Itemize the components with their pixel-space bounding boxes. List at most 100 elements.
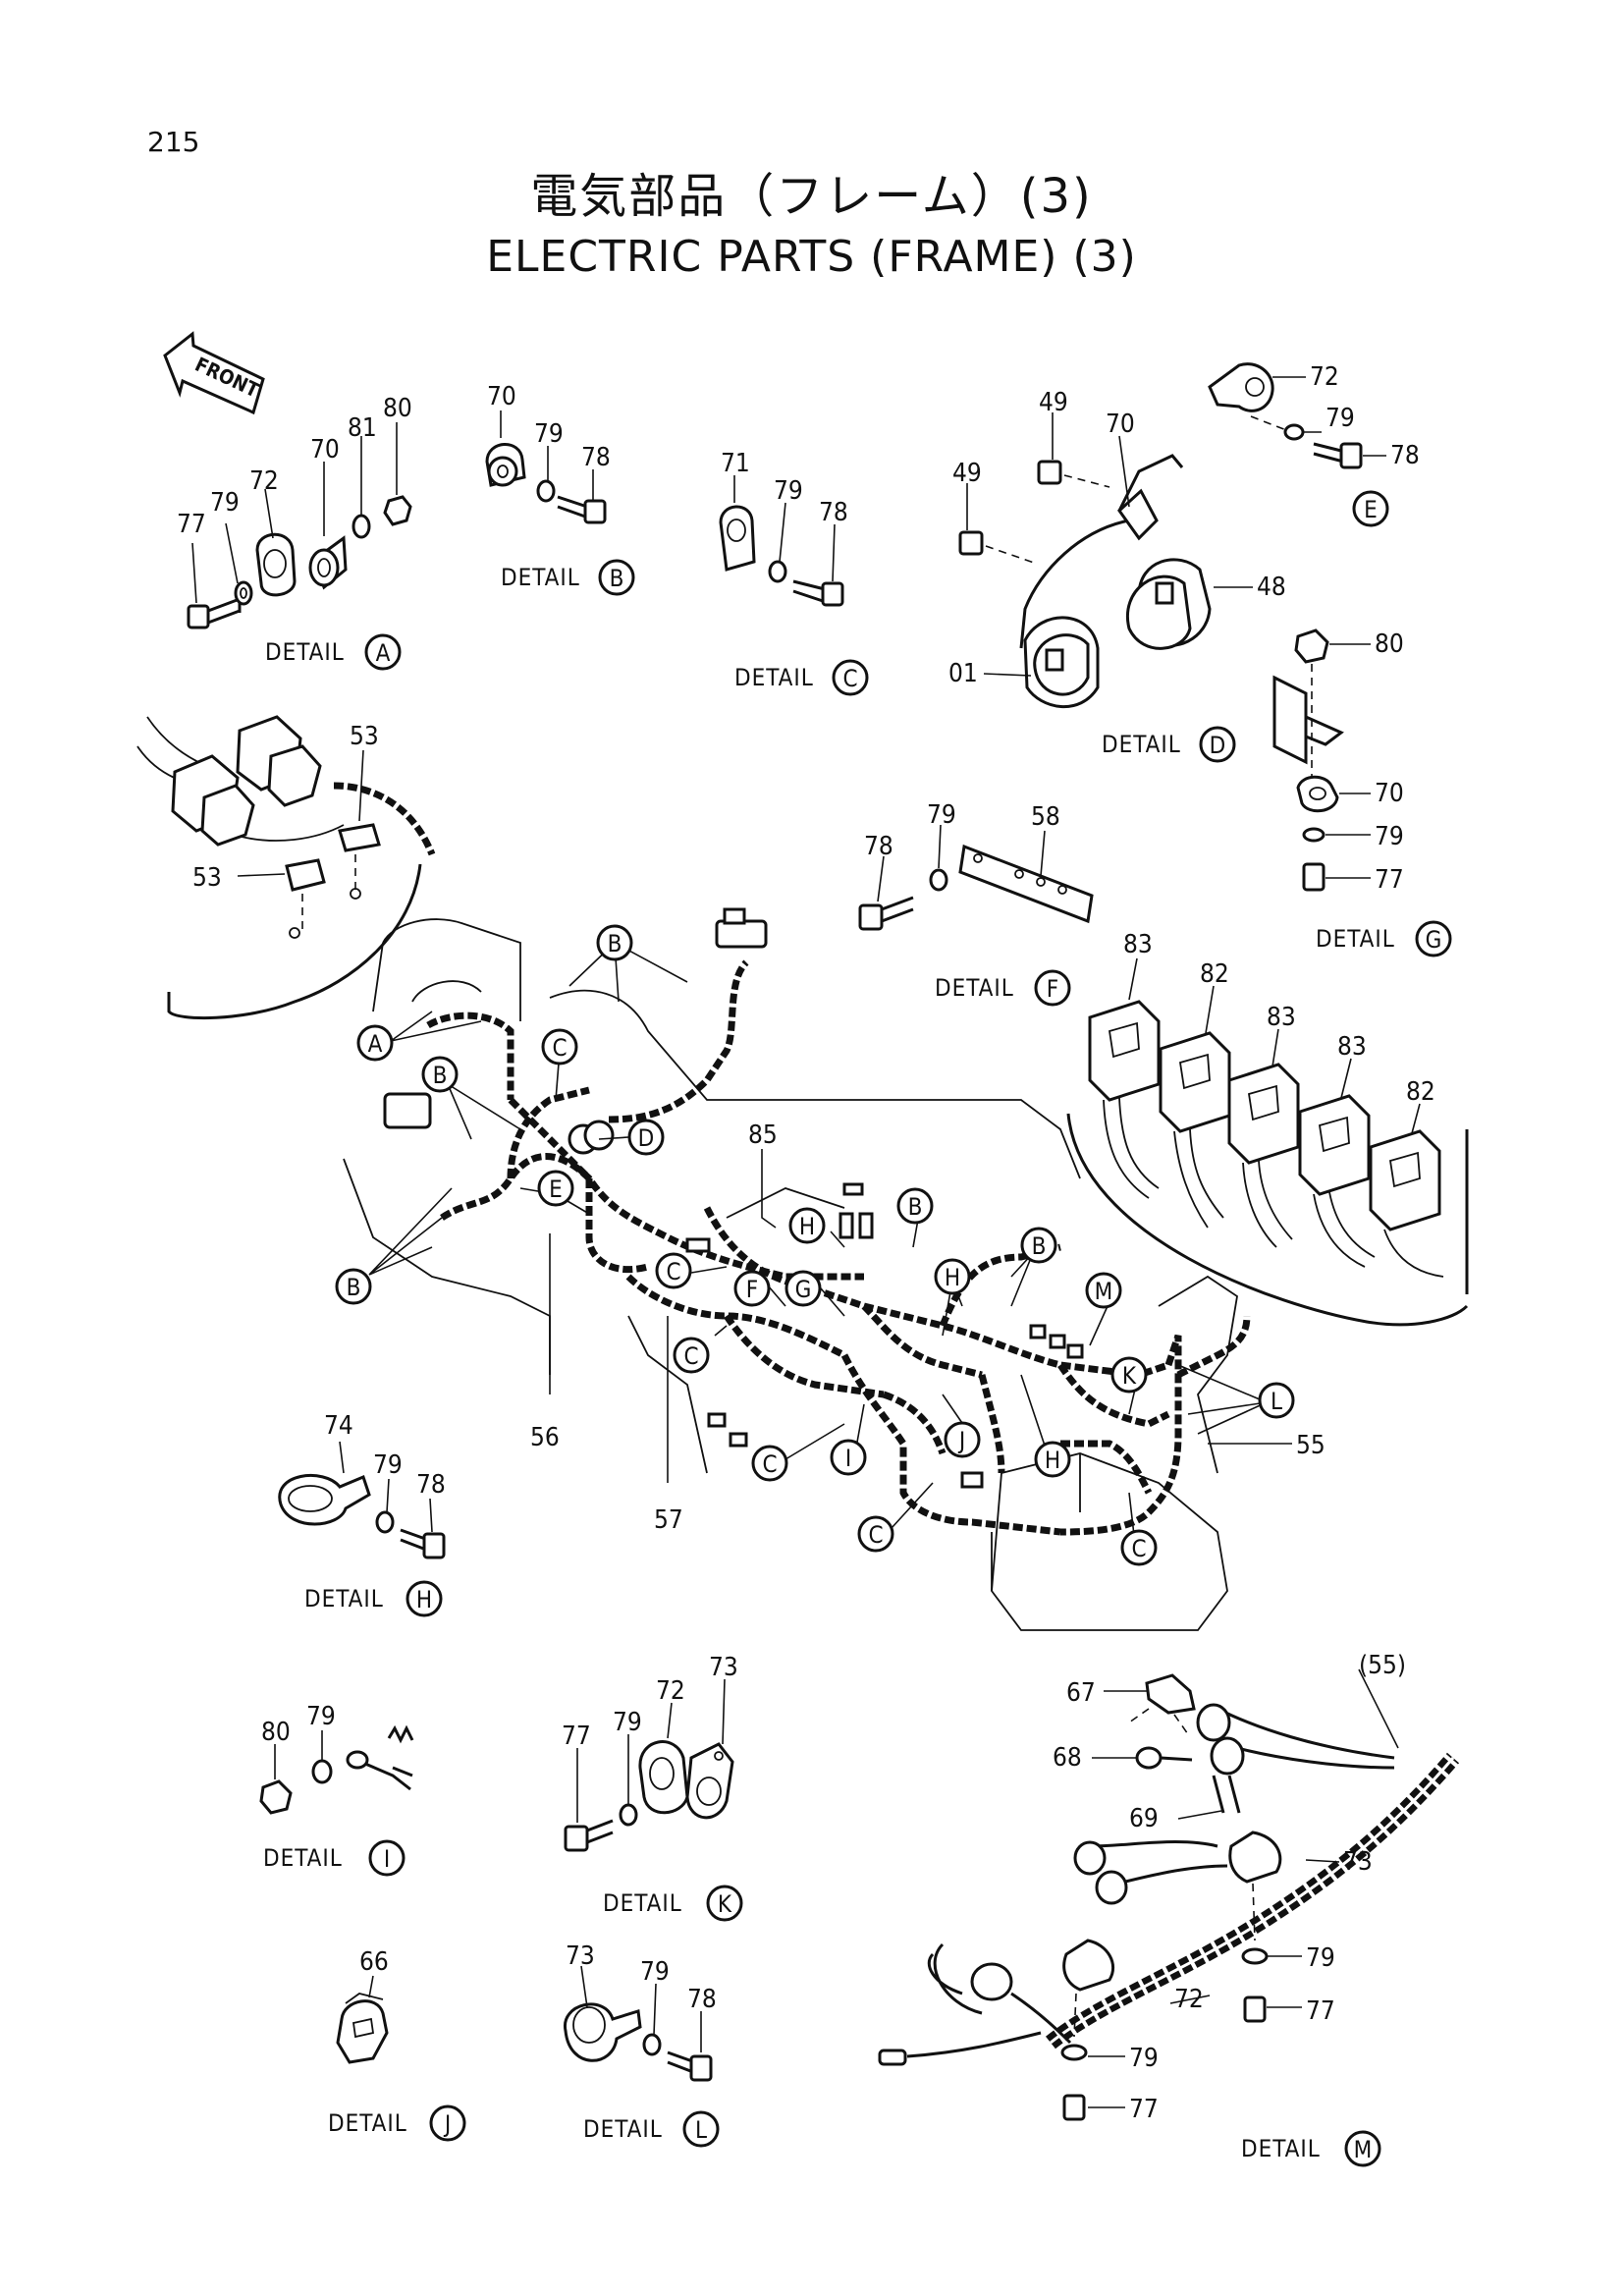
part-number: 55 bbox=[1296, 1431, 1325, 1460]
part-number: 82 bbox=[1200, 959, 1229, 989]
part-number: 78 bbox=[687, 1985, 717, 2014]
part-number: 82 bbox=[1406, 1077, 1435, 1107]
bolt-icon bbox=[557, 495, 607, 524]
detail-k: 77 79 72 73 DETAIL K bbox=[562, 1653, 743, 1922]
detail-letter-circle bbox=[706, 1885, 743, 1922]
part-number: 79 bbox=[373, 1450, 403, 1480]
harness-icon bbox=[426, 959, 1251, 1536]
callout: H bbox=[788, 1207, 826, 1244]
detail-letter: K bbox=[718, 1890, 732, 1918]
part-number: (55) bbox=[1359, 1651, 1406, 1680]
nut-icon bbox=[1294, 629, 1329, 664]
detail-j: 66 DETAIL J bbox=[328, 1947, 466, 2142]
detail-letter-circle bbox=[1415, 920, 1452, 957]
clamp-icon bbox=[485, 443, 526, 487]
bolt-icon bbox=[1062, 1995, 1267, 2121]
washer-icon bbox=[929, 868, 948, 892]
detail-letter: G bbox=[1426, 926, 1442, 954]
horn-icon bbox=[568, 1120, 615, 1155]
svg-text:H: H bbox=[945, 1264, 960, 1291]
part-number: 48 bbox=[1257, 573, 1286, 602]
connector-lock-icon bbox=[285, 823, 381, 892]
part-number: 69 bbox=[1129, 1804, 1159, 1833]
svg-text:D: D bbox=[638, 1124, 655, 1152]
callout: J bbox=[944, 1421, 981, 1458]
part-number: 79 bbox=[534, 419, 564, 449]
callout: K bbox=[1110, 1356, 1148, 1394]
detail-letter-circle bbox=[429, 2105, 466, 2142]
washer-icon bbox=[1302, 827, 1325, 843]
detail-label: DETAIL bbox=[583, 2115, 663, 2143]
part-number: 79 bbox=[210, 488, 240, 518]
relay-icon bbox=[1298, 1094, 1376, 1268]
clamp-icon bbox=[719, 505, 756, 572]
part-number: 68 bbox=[1053, 1743, 1082, 1773]
part-number: 83 bbox=[1267, 1003, 1296, 1032]
plate-icon bbox=[958, 844, 1094, 924]
detail-label: DETAIL bbox=[328, 2109, 407, 2137]
svg-text:C: C bbox=[666, 1258, 680, 1285]
detail-label: DETAIL bbox=[304, 1585, 384, 1613]
part-number: 79 bbox=[774, 476, 803, 506]
page-title-english: ELECTRIC PARTS (FRAME) (3) bbox=[486, 232, 1137, 282]
svg-text:C: C bbox=[1131, 1535, 1146, 1562]
washer-icon bbox=[536, 479, 556, 503]
connector-inset: 53 53 bbox=[136, 715, 436, 1020]
detail-m: 67 68 69 (55) 73 79 77 72 79 77 DETAIL M bbox=[878, 1651, 1460, 2167]
relay-icon bbox=[1159, 1031, 1231, 1229]
harness-icon bbox=[1046, 1752, 1460, 2050]
detail-e: 72 79 78 E bbox=[1208, 362, 1420, 527]
detail-letter: H bbox=[416, 1586, 432, 1613]
svg-text:B: B bbox=[347, 1274, 361, 1301]
clamp-icon bbox=[1296, 775, 1339, 813]
spring-icon bbox=[387, 1724, 414, 1744]
part-number: 73 bbox=[1343, 1847, 1373, 1877]
detail-label: DETAIL bbox=[263, 1844, 343, 1872]
detail-label: DETAIL bbox=[1241, 2135, 1321, 2162]
relay-icon bbox=[1088, 1000, 1161, 1199]
part-number: 78 bbox=[819, 498, 848, 527]
part-number: 83 bbox=[1123, 930, 1153, 959]
terminal-icon bbox=[346, 1750, 413, 1791]
callout: B bbox=[421, 1056, 459, 1093]
detail-label: DETAIL bbox=[501, 564, 580, 591]
detail-l: 73 79 78 DETAIL L bbox=[564, 1941, 720, 2148]
svg-text:I: I bbox=[845, 1445, 851, 1472]
title-block: 電気部品（フレーム）(3) ELECTRIC PARTS (FRAME) (3) bbox=[0, 157, 1623, 282]
callout: M bbox=[1085, 1272, 1122, 1309]
svg-text:E: E bbox=[549, 1175, 563, 1203]
detail-b: 70 79 78 DETAIL B bbox=[485, 382, 635, 596]
svg-text:C: C bbox=[762, 1450, 777, 1478]
callout: C bbox=[673, 1337, 710, 1374]
callout: C bbox=[751, 1445, 788, 1482]
part-number: 77 bbox=[177, 510, 206, 539]
svg-text:L: L bbox=[1271, 1388, 1282, 1415]
bolt-icon bbox=[958, 530, 1038, 565]
part-number: 79 bbox=[1375, 822, 1404, 851]
part-number: 85 bbox=[748, 1121, 778, 1150]
detail-label: DETAIL bbox=[603, 1889, 682, 1917]
bolt-icon bbox=[1037, 460, 1110, 488]
bolt-icon bbox=[187, 597, 242, 629]
part-number: 72 bbox=[1174, 1985, 1204, 2014]
part-number: 80 bbox=[383, 394, 412, 423]
part-number: 78 bbox=[864, 832, 893, 861]
part-number: 72 bbox=[656, 1676, 685, 1706]
part-number: 74 bbox=[324, 1411, 353, 1441]
washer-icon bbox=[768, 560, 787, 583]
svg-text:J: J bbox=[957, 1427, 965, 1454]
bolt-icon bbox=[858, 896, 914, 931]
detail-d: 49 49 70 48 01 DETAIL D bbox=[948, 388, 1286, 763]
part-number: 53 bbox=[350, 722, 379, 751]
page-number: 215 bbox=[147, 126, 200, 158]
washer-icon bbox=[642, 2033, 662, 2056]
horn-icon bbox=[1126, 558, 1212, 650]
svg-text:F: F bbox=[746, 1276, 758, 1303]
clip-icon bbox=[336, 1993, 389, 2064]
callout: B bbox=[596, 924, 633, 961]
detail-letter-circle bbox=[368, 1839, 406, 1877]
washer-icon bbox=[1283, 423, 1305, 441]
svg-text:C: C bbox=[868, 1521, 883, 1549]
part-number: 56 bbox=[530, 1423, 560, 1452]
front-arrow-icon: FRONT bbox=[163, 331, 265, 415]
